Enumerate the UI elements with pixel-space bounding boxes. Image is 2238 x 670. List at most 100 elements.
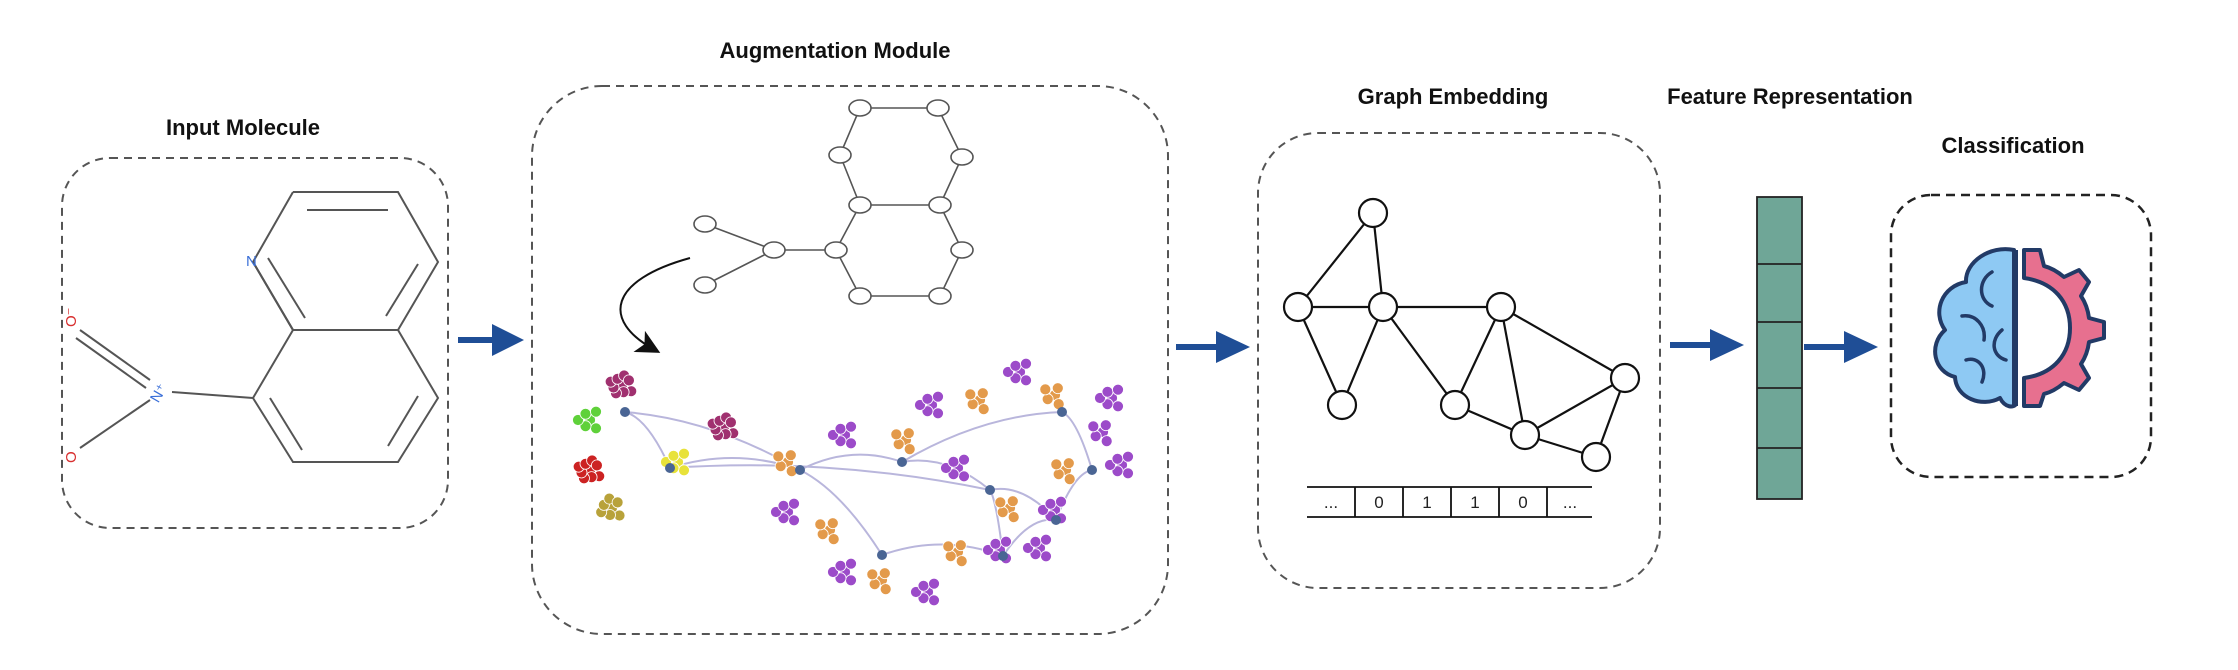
cluster-node bbox=[784, 449, 797, 462]
cluster-node bbox=[994, 496, 1007, 509]
vector-cell: 1 bbox=[1470, 493, 1479, 512]
cluster-node bbox=[1040, 533, 1052, 546]
atom-n-ring: N bbox=[246, 253, 257, 270]
brain-icon bbox=[1933, 247, 2018, 409]
cluster-node bbox=[1009, 359, 1022, 372]
cluster-hub-node bbox=[1057, 407, 1067, 417]
cluster-node bbox=[1041, 393, 1054, 406]
classification-box bbox=[1889, 193, 2153, 479]
cluster-node bbox=[623, 374, 635, 387]
molecule-structure bbox=[75, 191, 440, 463]
cluster-node bbox=[958, 470, 970, 483]
vector-cell: 0 bbox=[1374, 493, 1383, 512]
cluster-node bbox=[1062, 457, 1075, 470]
cluster-node bbox=[788, 497, 800, 510]
cluster-node bbox=[814, 518, 827, 531]
cluster-node bbox=[827, 533, 840, 545]
feature-representation-title: Feature Representation bbox=[1667, 84, 1913, 109]
cluster-hub-node bbox=[665, 463, 675, 473]
augmentation-module-box bbox=[531, 85, 1169, 635]
cluster-node bbox=[977, 403, 990, 416]
graph-embedding-box bbox=[1257, 132, 1661, 589]
cluster-node bbox=[611, 496, 624, 509]
cluster-node bbox=[845, 437, 857, 450]
cluster-node bbox=[1006, 495, 1019, 508]
flow-arrow-1 bbox=[458, 324, 524, 356]
vector-cell: 0 bbox=[1518, 493, 1527, 512]
cluster-node bbox=[1099, 419, 1112, 432]
cluster-node bbox=[667, 449, 680, 462]
cluster-node bbox=[834, 559, 847, 572]
flow-arrow-2 bbox=[1176, 331, 1250, 363]
cluster-node bbox=[902, 427, 915, 440]
cluster-node bbox=[591, 459, 603, 472]
augmented-cluster-graph bbox=[572, 357, 1134, 607]
cluster-node bbox=[879, 583, 892, 595]
feature-vector-bar bbox=[1756, 196, 1803, 500]
cluster-node bbox=[579, 407, 592, 420]
cluster-node bbox=[1007, 511, 1020, 523]
cluster-hub-node bbox=[998, 551, 1008, 561]
cluster-node bbox=[816, 528, 829, 541]
cluster-edge bbox=[799, 453, 903, 471]
cluster-node bbox=[947, 455, 960, 468]
cluster-node bbox=[1111, 452, 1124, 465]
input-molecule-box bbox=[61, 157, 449, 529]
cluster-node bbox=[834, 422, 847, 435]
cluster-node bbox=[996, 506, 1009, 519]
input-molecule-title: Input Molecule bbox=[166, 115, 320, 140]
atom-n-nitro: N⁺ bbox=[147, 381, 171, 406]
augmentation-module-title: Augmentation Module bbox=[719, 38, 951, 63]
cluster-node bbox=[1039, 383, 1052, 396]
cluster-hub-node bbox=[1087, 465, 1097, 475]
cluster-node bbox=[1020, 357, 1032, 370]
cluster-node bbox=[1112, 400, 1124, 413]
cluster-node bbox=[788, 514, 800, 527]
cluster-node bbox=[725, 416, 737, 429]
vector-cell: ... bbox=[1324, 493, 1338, 512]
cluster-node bbox=[1101, 385, 1114, 398]
cluster-node bbox=[928, 594, 940, 607]
cluster-node bbox=[1020, 374, 1032, 387]
cluster-hub-node bbox=[877, 550, 887, 560]
cluster-node bbox=[928, 577, 940, 590]
cluster-node bbox=[903, 443, 916, 456]
cluster-hub-node bbox=[795, 465, 805, 475]
cluster-node bbox=[1050, 458, 1063, 471]
cluster-edge bbox=[901, 411, 1063, 463]
cluster-node bbox=[1040, 550, 1052, 563]
cluster-hub-node bbox=[897, 457, 907, 467]
classification-title: Classification bbox=[1941, 133, 2085, 158]
cluster-node bbox=[921, 392, 934, 405]
cluster-node bbox=[917, 579, 930, 592]
cluster-edge bbox=[799, 469, 883, 556]
cluster-node bbox=[1044, 497, 1057, 510]
cluster-node bbox=[958, 453, 970, 466]
cluster-node bbox=[892, 438, 905, 451]
cluster-node bbox=[845, 557, 857, 570]
vector-cell: ... bbox=[1563, 493, 1577, 512]
cluster-node bbox=[1100, 435, 1113, 448]
cluster-node bbox=[976, 387, 989, 400]
graph-embedding-title: Graph Embedding bbox=[1357, 84, 1549, 109]
cluster-node bbox=[1052, 468, 1065, 481]
cluster-node bbox=[1089, 430, 1102, 443]
cluster-hub-node bbox=[985, 485, 995, 495]
cluster-node bbox=[932, 407, 944, 420]
cluster-node bbox=[1063, 473, 1076, 486]
cluster-node bbox=[777, 499, 790, 512]
cluster-node bbox=[1122, 450, 1134, 463]
cluster-node bbox=[989, 537, 1002, 550]
cluster-node bbox=[1029, 535, 1042, 548]
cluster-node bbox=[890, 428, 903, 441]
augmentation-curved-arrow bbox=[619, 257, 691, 353]
cluster-node bbox=[1087, 420, 1100, 433]
cluster-node bbox=[878, 567, 891, 580]
cluster-node bbox=[944, 550, 957, 563]
cluster-node bbox=[868, 578, 881, 591]
embedding-graph bbox=[1282, 197, 1641, 473]
cluster-hub-node bbox=[620, 407, 630, 417]
cluster-node bbox=[1112, 383, 1124, 396]
flow-arrow-4 bbox=[1804, 331, 1878, 363]
